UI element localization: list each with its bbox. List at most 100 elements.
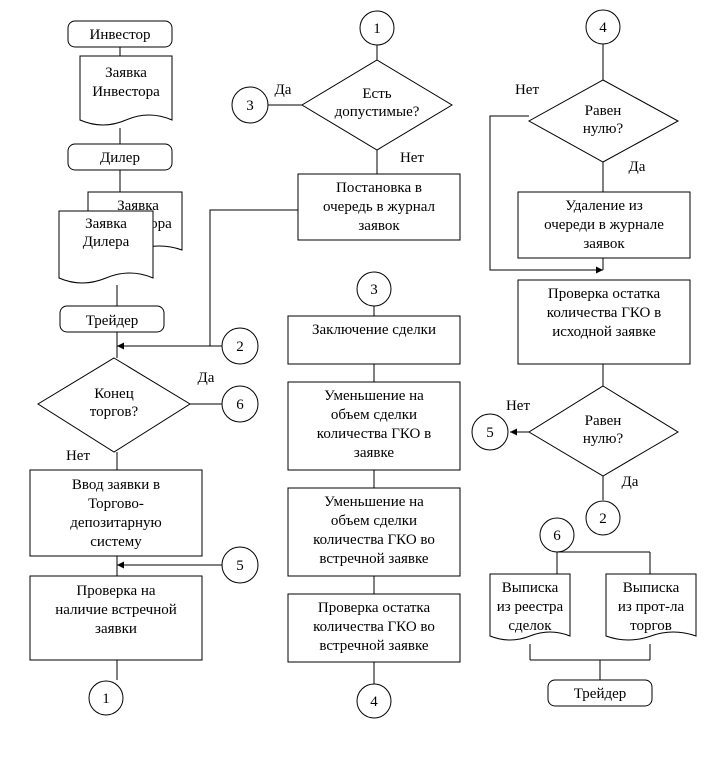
reduce-own-order-process: Уменьшение на объем сделки количества ГК…	[287, 381, 461, 471]
connector-5-left: 5	[221, 546, 259, 584]
svg-text:Постановка в: Постановка в	[336, 180, 422, 196]
svg-text:Трейдер: Трейдер	[574, 686, 627, 702]
connector-3-top: 3	[356, 271, 392, 307]
svg-text:4: 4	[599, 20, 607, 36]
connector-5-right: 5	[471, 413, 509, 451]
svg-text:количества ГКО в: количества ГКО в	[547, 305, 661, 321]
svg-text:3: 3	[370, 282, 378, 298]
connector-3-left: 3	[231, 86, 269, 124]
svg-text:Есть: Есть	[362, 86, 391, 102]
svg-text:Заявка: Заявка	[117, 198, 159, 214]
svg-text:объем сделки: объем сделки	[331, 407, 417, 423]
connector-6-top: 6	[539, 517, 575, 553]
dealer-terminal: Дилер	[67, 143, 173, 171]
svg-text:нулю?: нулю?	[583, 121, 624, 137]
svg-text:количества ГКО в: количества ГКО в	[317, 426, 431, 442]
svg-text:нулю?: нулю?	[583, 431, 624, 447]
trader-terminal-col3: Трейдер	[547, 679, 653, 707]
svg-text:встречной заявке: встречной заявке	[319, 551, 429, 567]
svg-text:Выписка: Выписка	[623, 580, 680, 596]
end-of-trading-yes-label: Да	[198, 370, 215, 386]
end-of-trading-decision: Конец торгов?	[37, 357, 191, 453]
svg-text:из прот-ла: из прот-ла	[618, 599, 685, 615]
check-counter-rest-process: Проверка остатка количества ГКО во встре…	[287, 593, 461, 663]
svg-text:5: 5	[236, 558, 244, 574]
end-of-trading-no-label: Нет	[66, 448, 90, 464]
svg-text:заявке: заявке	[354, 445, 394, 461]
connector-2-left: 2	[221, 327, 259, 365]
investor-terminal: Инвестор	[67, 20, 173, 48]
svg-text:3: 3	[246, 98, 254, 114]
svg-text:систему: систему	[90, 534, 142, 550]
connector-1-bottom: 1	[88, 680, 124, 716]
any-acceptable-no-label: Нет	[400, 150, 424, 166]
svg-text:1: 1	[373, 21, 381, 37]
svg-text:Проверка остатка: Проверка остатка	[318, 600, 431, 616]
svg-text:2: 2	[236, 339, 244, 355]
svg-text:сделок: сделок	[508, 618, 552, 634]
svg-text:наличие встречной: наличие встречной	[55, 602, 177, 618]
conclude-deal-process: Заключение сделки	[287, 315, 461, 365]
svg-text:заявки: заявки	[95, 621, 137, 637]
is-zero-decision-1: Равен нулю?	[527, 79, 680, 163]
svg-text:количества ГКО во: количества ГКО во	[313, 532, 435, 548]
svg-text:количества ГКО во: количества ГКО во	[313, 619, 435, 635]
svg-text:торгов?: торгов?	[90, 404, 139, 420]
svg-text:заявок: заявок	[583, 236, 625, 252]
svg-text:торгов: торгов	[630, 618, 672, 634]
svg-text:Инвестор: Инвестор	[90, 27, 151, 43]
svg-text:2: 2	[599, 511, 607, 527]
svg-text:объем сделки: объем сделки	[331, 513, 417, 529]
svg-text:Торгово-: Торгово-	[88, 496, 144, 512]
is-zero-2-no-label: Нет	[506, 398, 530, 414]
svg-text:1: 1	[102, 691, 110, 707]
svg-text:очереди в журнале: очереди в журнале	[544, 217, 664, 233]
svg-text:Уменьшение на: Уменьшение на	[324, 494, 424, 510]
is-zero-1-yes-label: Да	[629, 159, 646, 175]
queue-process: Постановка в очередь в журнал заявок	[297, 173, 461, 241]
svg-text:Уменьшение на: Уменьшение на	[324, 388, 424, 404]
svg-text:6: 6	[236, 397, 244, 413]
svg-text:Дилер: Дилер	[100, 150, 140, 166]
connector-6-left: 6	[221, 385, 259, 423]
svg-text:Заявка: Заявка	[105, 65, 147, 81]
svg-text:Равен: Равен	[585, 103, 622, 119]
svg-text:6: 6	[553, 528, 561, 544]
reduce-counter-order-process: Уменьшение на объем сделки количества ГК…	[287, 487, 461, 577]
svg-text:допустимые?: допустимые?	[335, 104, 420, 120]
svg-text:Проверка на: Проверка на	[76, 583, 155, 599]
remove-from-queue-process: Удаление из очереди в журнале заявок	[517, 191, 691, 259]
flow-lines	[116, 44, 651, 684]
svg-text:встречной заявке: встречной заявке	[319, 638, 429, 654]
svg-text:Заключение сделки: Заключение сделки	[312, 322, 436, 338]
svg-text:5: 5	[486, 425, 494, 441]
registry-extract-document: Выписка из реестра сделок	[489, 573, 571, 641]
enter-order-process: Ввод заявки в Торгово- депозитарную сист…	[29, 469, 203, 557]
protocol-extract-document: Выписка из прот-ла торгов	[605, 573, 697, 641]
trader-terminal-col1: Трейдер	[59, 305, 165, 333]
connector-2-right: 2	[585, 500, 621, 536]
dealer-order-document: Заявка Дилера	[58, 210, 154, 284]
is-zero-1-no-label: Нет	[515, 82, 539, 98]
svg-text:Трейдер: Трейдер	[86, 313, 139, 329]
connector-4-top: 4	[585, 9, 621, 45]
connector-1-top: 1	[359, 10, 395, 46]
svg-text:Дилера: Дилера	[83, 234, 130, 250]
svg-text:Заявка: Заявка	[85, 216, 127, 232]
svg-text:депозитарную: депозитарную	[70, 515, 161, 531]
check-counter-order-process: Проверка на наличие встречной заявки	[29, 575, 203, 661]
investor-order-document: Заявка Инвестора	[79, 55, 173, 126]
is-zero-decision-2: Равен нулю?	[528, 385, 679, 477]
svg-text:исходной заявке: исходной заявке	[552, 324, 656, 340]
svg-text:Равен: Равен	[585, 413, 622, 429]
svg-text:очередь в журнал: очередь в журнал	[323, 199, 436, 215]
svg-text:из реестра: из реестра	[497, 599, 564, 615]
any-acceptable-yes-label: Да	[275, 82, 292, 98]
any-acceptable-decision: Есть допустимые?	[301, 59, 453, 151]
connector-4-bottom: 4	[356, 683, 392, 719]
svg-text:4: 4	[370, 694, 378, 710]
svg-text:заявок: заявок	[358, 218, 400, 234]
svg-text:Конец: Конец	[94, 386, 133, 402]
svg-text:Удаление из: Удаление из	[565, 198, 643, 214]
